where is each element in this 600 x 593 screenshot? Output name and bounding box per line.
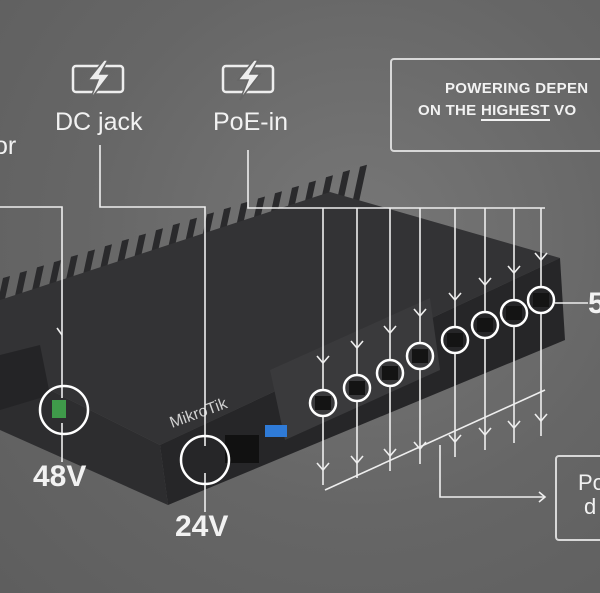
poe-out-line-2: d <box>584 494 597 519</box>
arrow-icon <box>507 420 521 430</box>
poe-in-label: PoE-in <box>213 108 289 136</box>
ethernet-port <box>447 333 463 347</box>
annotation-lines <box>0 145 588 512</box>
arrow-icon <box>413 441 427 451</box>
sfp-port <box>225 435 259 463</box>
port-highlight-circle <box>342 373 372 403</box>
arrow-icon <box>478 277 492 287</box>
ethernet-port <box>533 293 549 307</box>
arrow-icon <box>534 413 548 423</box>
arrow-icon <box>448 434 462 444</box>
ethernet-port <box>315 396 331 410</box>
port-highlight-circle <box>526 285 556 315</box>
arrow-icon <box>413 308 427 318</box>
poe-out-box <box>555 455 600 541</box>
port-count-label-partial: 5 <box>588 287 600 320</box>
info-line-2: ON THE HIGHEST VO <box>418 102 577 121</box>
arrow-icon <box>507 265 521 275</box>
ethernet-port <box>382 366 398 380</box>
battery-bolt-icon <box>221 59 275 101</box>
battery-bolt-icon <box>71 59 125 101</box>
mounting-bracket <box>0 345 50 410</box>
ethernet-port <box>477 318 493 332</box>
port-highlight-circle <box>470 310 500 340</box>
heatsink-fin <box>352 164 367 204</box>
port-highlight-circle <box>499 298 529 328</box>
info-box <box>390 58 600 152</box>
poe-out-line-1: Po <box>578 470 600 495</box>
arrow-icon <box>534 252 548 262</box>
ethernet-port <box>506 306 522 320</box>
port-highlight-circle <box>405 341 435 371</box>
arrow-icon <box>448 292 462 302</box>
green-connector <box>52 400 66 418</box>
arrow-icon <box>350 340 364 350</box>
arrow-icon <box>316 355 330 365</box>
port-highlight-circle <box>440 325 470 355</box>
arrow-icon <box>478 427 492 437</box>
ethernet-port <box>349 381 365 395</box>
dc-jack-label: DC jack <box>55 108 143 136</box>
port-highlight-circle <box>375 358 405 388</box>
port-panel <box>270 298 440 440</box>
usb-port <box>265 425 287 437</box>
port-highlight-circle <box>308 388 338 418</box>
ethernet-port <box>412 349 428 363</box>
voltage-24v-label: 24V <box>175 510 229 543</box>
arrow-icon <box>383 325 397 335</box>
arrow-icon <box>316 462 330 472</box>
power-source-label-partial: or <box>0 132 17 160</box>
arrow-icon <box>350 455 364 465</box>
arrow-icon <box>383 448 397 458</box>
info-line-1: POWERING DEPEN <box>445 80 589 97</box>
voltage-48v-label: 48V <box>33 460 87 493</box>
